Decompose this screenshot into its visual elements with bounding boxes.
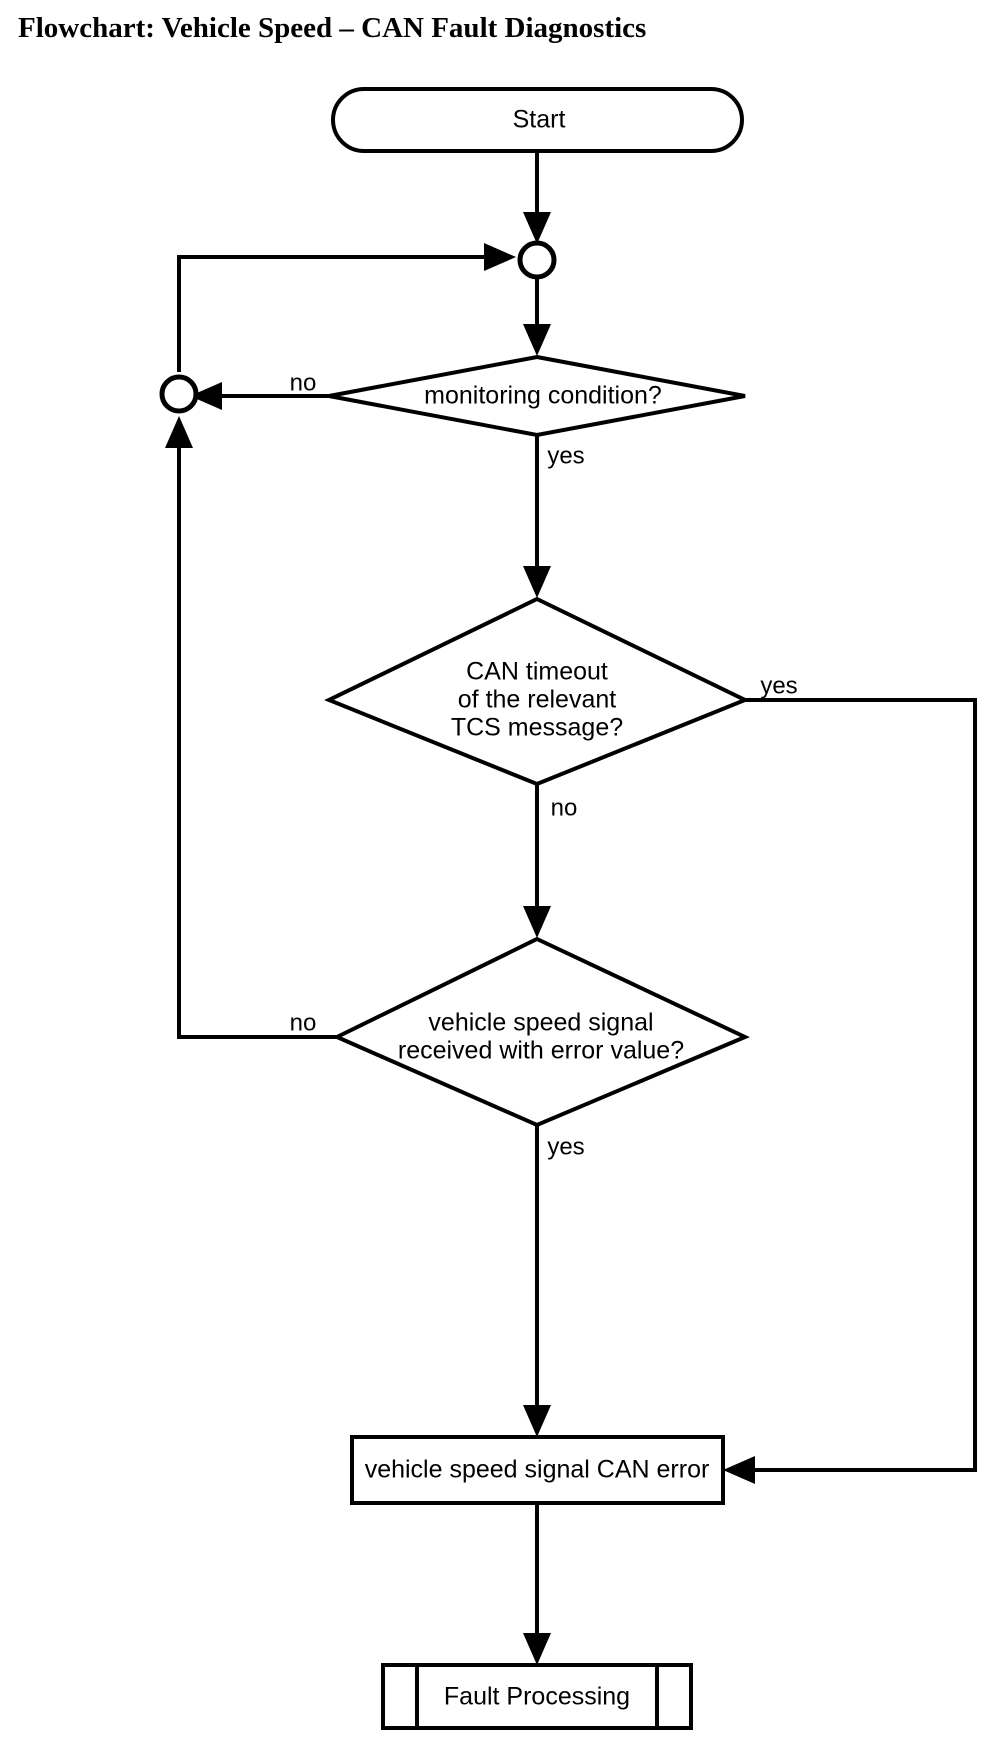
node-faultproc-shape <box>381 1663 693 1730</box>
edge-label-timeout-yes: yes <box>760 672 797 699</box>
node-merge-top[interactable] <box>517 240 557 280</box>
node-monitoring[interactable]: monitoring condition? <box>328 354 746 438</box>
node-faultproc[interactable]: Fault Processing <box>381 1663 693 1730</box>
node-errorval-label-line1: vehicle speed signal <box>428 1009 653 1037</box>
node-timeout-label-line2: of the relevant <box>458 686 616 714</box>
edge-label-monitoring-yes: yes <box>547 442 584 469</box>
edge-label-errorval-no: no <box>290 1009 317 1036</box>
node-errorval[interactable]: vehicle speed signal received with error… <box>332 936 750 1128</box>
node-monitoring-label: monitoring condition? <box>424 382 662 410</box>
node-canerror-label: vehicle speed signal CAN error <box>365 1456 710 1484</box>
node-errorval-shape <box>332 936 750 1128</box>
edge-start-to-merge-top <box>523 150 551 244</box>
edge-canerror-to-faultproc <box>523 1503 551 1665</box>
node-timeout-label-line3: TCS message? <box>451 714 623 742</box>
edge-monitoring-yes-to-timeout <box>523 436 551 598</box>
node-timeout-label-line1: CAN timeout <box>466 658 608 686</box>
edge-label-errorval-yes: yes <box>547 1133 584 1160</box>
node-canerror[interactable]: vehicle speed signal CAN error <box>350 1435 725 1505</box>
edge-timeout-yes-to-canerror <box>723 698 977 1484</box>
node-monitoring-shape <box>328 354 746 438</box>
node-errorval-label-line2: received with error value? <box>398 1037 684 1065</box>
page-title: Flowchart: Vehicle Speed – CAN Fault Dia… <box>18 12 647 44</box>
arrowhead-icon <box>523 212 551 244</box>
node-faultproc-label: Fault Processing <box>444 1683 630 1711</box>
junction-circle-icon <box>517 240 557 280</box>
arrowhead-icon <box>165 416 193 448</box>
edge-errorval-yes-to-canerror <box>523 1126 551 1437</box>
edge-merge-top-to-monitoring <box>523 278 551 356</box>
arrowhead-icon <box>523 566 551 598</box>
edge-label-timeout-no: no <box>551 794 578 821</box>
junction-circle-icon <box>159 374 199 414</box>
edge-timeout-no-to-errorval <box>523 785 551 938</box>
arrowhead-icon <box>723 1456 755 1484</box>
node-start-label: Start <box>513 106 566 134</box>
arrowhead-icon <box>484 243 516 271</box>
node-timeout-shape <box>324 596 750 787</box>
node-start-shape <box>331 87 744 153</box>
edge-merge-left-to-merge-top <box>177 243 516 372</box>
arrowhead-icon <box>523 1633 551 1665</box>
arrowhead-icon <box>523 1405 551 1437</box>
arrowhead-icon <box>523 906 551 938</box>
node-start[interactable]: Start <box>331 87 744 153</box>
edge-monitoring-no-to-merge-left <box>190 382 329 410</box>
node-timeout[interactable]: CAN timeout of the relevant TCS message? <box>324 596 750 787</box>
arrowhead-icon <box>523 324 551 356</box>
node-merge-left[interactable] <box>159 374 199 414</box>
edge-label-monitoring-no: no <box>290 369 317 396</box>
node-canerror-shape <box>350 1435 725 1505</box>
arrowhead-icon <box>190 382 222 410</box>
edge-errorval-no-to-merge-left <box>165 416 337 1039</box>
